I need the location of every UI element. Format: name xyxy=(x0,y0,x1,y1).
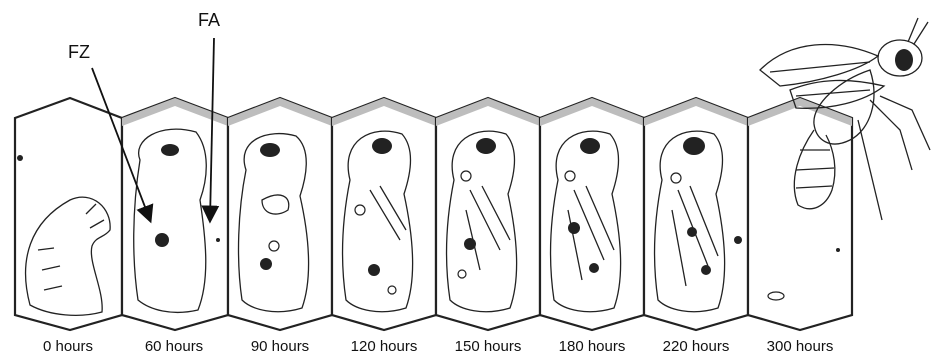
time-label-180: 180 hours xyxy=(559,338,626,355)
time-label-150: 150 hours xyxy=(455,338,522,355)
time-label-220: 220 hours xyxy=(663,338,730,355)
cell-300-hours xyxy=(748,98,852,330)
time-label-0: 0 hours xyxy=(43,338,93,355)
cell-180-hours xyxy=(540,98,644,330)
fa-label: FA xyxy=(198,10,220,31)
time-label-60: 60 hours xyxy=(145,338,203,355)
cell-90-hours xyxy=(228,98,332,330)
cell-220-hours xyxy=(644,98,748,330)
time-label-90: 90 hours xyxy=(251,338,309,355)
time-label-120: 120 hours xyxy=(351,338,418,355)
cell-0-hours xyxy=(15,98,122,330)
cell-150-hours xyxy=(436,98,540,330)
time-label-300: 300 hours xyxy=(767,338,834,355)
fz-label: FZ xyxy=(68,42,90,63)
cell-120-hours xyxy=(332,98,436,330)
